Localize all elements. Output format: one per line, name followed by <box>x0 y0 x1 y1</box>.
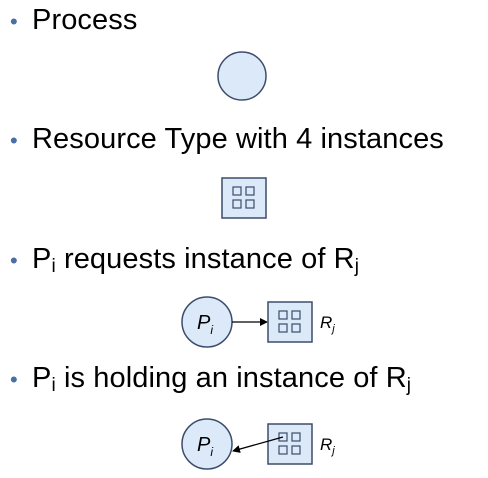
process-circle <box>217 51 267 101</box>
resource-figure <box>221 177 267 219</box>
bullet-resource-type-label: Resource Type with 4 instances <box>32 123 444 155</box>
resource-label: Rj <box>320 313 335 335</box>
process-figure <box>217 51 267 101</box>
bullet-dot-icon: • <box>10 9 18 34</box>
instance-square <box>291 310 301 320</box>
instance-square <box>278 310 288 320</box>
instance-square <box>245 199 255 209</box>
process-circle <box>181 418 233 470</box>
instance-square <box>232 186 242 196</box>
resource-label: Rj <box>320 435 335 457</box>
process-label: Pi <box>197 312 213 337</box>
assignment-arrow <box>232 436 284 453</box>
instance-square <box>278 445 288 455</box>
bullet-holding-label: Pi is holding an instance of Rj <box>32 362 412 396</box>
resource-box <box>221 177 267 219</box>
assignment-edge-figure: Pi Rj <box>181 418 335 470</box>
bullet-process-label: Process <box>32 4 138 36</box>
process-label: Pi <box>197 434 213 459</box>
bullet-dot-icon: • <box>10 128 18 153</box>
bullet-dot-icon: • <box>10 367 18 392</box>
instance-square <box>245 186 255 196</box>
bullet-holding: • Pi is holding an instance of Rj <box>10 362 411 397</box>
resource-box <box>267 423 313 465</box>
instance-square <box>232 199 242 209</box>
bullet-request: • Pi requests instance of Rj <box>10 243 359 278</box>
instance-square <box>278 323 288 333</box>
bullet-process: • Process <box>10 4 137 37</box>
instance-square <box>291 432 301 442</box>
request-edge-figure: Pi Rj <box>181 296 335 348</box>
bullet-request-label: Pi requests instance of Rj <box>32 243 360 277</box>
resource-box <box>267 301 313 343</box>
bullet-dot-icon: • <box>10 248 18 273</box>
instance-square <box>278 432 288 442</box>
instance-square <box>291 323 301 333</box>
bullet-resource-type: • Resource Type with 4 instances <box>10 123 444 156</box>
instance-square <box>291 445 301 455</box>
